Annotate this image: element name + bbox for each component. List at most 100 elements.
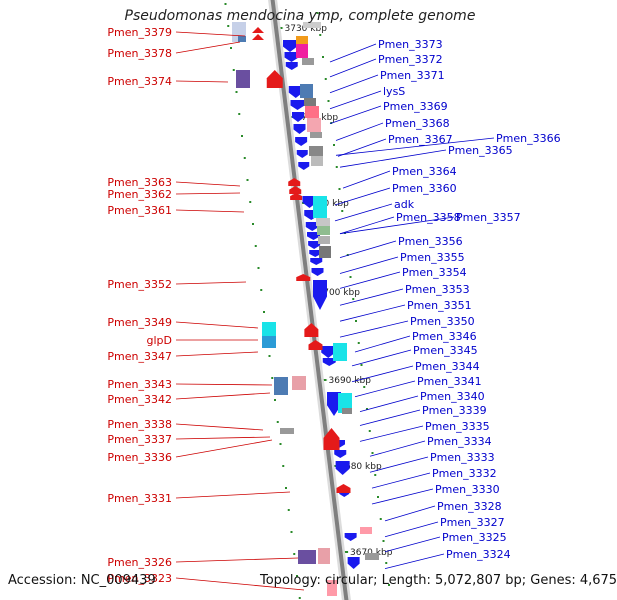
reverse-gene-arrow (344, 533, 357, 541)
gene-block (292, 376, 306, 390)
forward-gene-arrow (290, 193, 303, 200)
gene-block (318, 236, 330, 244)
gene-block (274, 377, 288, 395)
leader-line (337, 138, 387, 157)
gene-label-right: Pmen_3372 (378, 53, 443, 66)
leader-line (351, 365, 414, 383)
leader-line (359, 395, 419, 412)
gene-label-left: Pmen_3337 (107, 433, 172, 446)
leader-line (175, 181, 241, 187)
gene-label-right: Pmen_3325 (442, 531, 507, 544)
leader-line (175, 192, 241, 195)
gene-block (342, 408, 352, 414)
reverse-gene-arrow (322, 358, 336, 366)
gene-block (298, 550, 316, 564)
gene-block (333, 343, 347, 361)
forward-gene-arrow (336, 484, 351, 493)
gene-label-left: Pmen_3323 (107, 572, 172, 585)
gene-label-left: Pmen_3349 (107, 316, 172, 329)
kbp-tick-label: 3690 kbp (329, 376, 372, 386)
leader-line (339, 320, 409, 338)
reverse-gene-arrow (311, 268, 324, 276)
reverse-gene-arrow (321, 346, 336, 358)
leader-line (384, 505, 436, 522)
backbone-line (270, 0, 349, 600)
forward-gene-arrow (288, 178, 301, 186)
gene-label-left: Pmen_3374 (107, 75, 172, 88)
gene-block (236, 70, 250, 88)
forward-gene-arrow (304, 323, 319, 337)
gene-block (296, 36, 308, 45)
forward-gene-arrow (266, 70, 283, 88)
gene-label-right: Pmen_3367 (388, 133, 453, 146)
gene-label-right: Pmen_3364 (392, 165, 457, 178)
gene-block (317, 226, 330, 235)
gene-label-left: Pmen_3347 (107, 350, 172, 363)
gene-label-left: Pmen_3331 (107, 492, 172, 505)
kbp-tick-bg (348, 544, 396, 557)
gene-label-right: Pmen_3324 (446, 548, 511, 561)
leader-line (384, 521, 439, 538)
reverse-gene-arrow (335, 461, 350, 475)
reverse-gene-arrow (313, 280, 327, 310)
gene-label-right: Pmen_3360 (392, 182, 457, 195)
gene-label-left: Pmen_3362 (107, 188, 172, 201)
gene-label-left: Pmen_3379 (107, 26, 172, 39)
gene-label-left: Pmen_3326 (107, 556, 172, 569)
leader-line (351, 349, 412, 367)
reverse-gene-arrow (309, 250, 322, 257)
gene-label-right: Pmen_3373 (378, 38, 443, 51)
leader-line (354, 380, 416, 398)
leader-line (175, 392, 271, 400)
reverse-gene-arrow (296, 150, 308, 158)
leader-line (371, 472, 431, 489)
reverse-gene-arrow (305, 222, 319, 231)
leader-line (354, 335, 411, 353)
leader-line (369, 456, 429, 473)
accession-text: Accession: NC_009439 (8, 573, 156, 588)
reverse-gene-arrow (347, 557, 360, 569)
leader-line (359, 425, 424, 442)
reverse-gene-arrow (292, 112, 304, 122)
forward-gene-arrow (252, 27, 264, 33)
reverse-gene-arrow (295, 137, 308, 146)
forward-gene-arrow (296, 274, 311, 281)
gene-label-right: Pmen_3344 (415, 360, 480, 373)
gene-label-right: Pmen_3354 (402, 266, 467, 279)
leader-line (175, 439, 273, 458)
kbp-tick-label: 3710 kbp (306, 199, 349, 209)
gene-label-right: Pmen_3334 (427, 435, 492, 448)
gene-block (365, 553, 379, 560)
leader-line (371, 488, 434, 505)
kbp-tick-label: 3680 kbp (339, 462, 382, 472)
reverse-gene-arrow (298, 162, 310, 170)
leader-line (175, 321, 259, 329)
leader-line (339, 216, 455, 235)
gene-label-right: Pmen_3355 (400, 251, 465, 264)
gene-label-left: Pmen_3361 (107, 204, 172, 217)
gene-block (304, 98, 316, 106)
leader-line (339, 271, 401, 289)
leader-line (329, 43, 377, 63)
gene-block (310, 132, 322, 138)
gene-block (327, 580, 337, 596)
gene-block (262, 336, 276, 348)
topology-text: Topology: circular; Length: 5,072,807 bp… (260, 573, 617, 588)
leader-line (339, 240, 397, 258)
gene-label-right: Pmen_3333 (430, 451, 495, 464)
reverse-gene-arrow (293, 124, 306, 134)
forward-gene-arrow (252, 34, 264, 40)
gene-block (303, 22, 321, 28)
gene-block (238, 36, 246, 42)
reverse-gene-arrow (285, 62, 298, 70)
leader-line (339, 216, 395, 235)
gene-label-right: lysS (383, 85, 405, 98)
reverse-gene-arrow (288, 86, 303, 98)
leader-line (175, 80, 229, 83)
forward-gene-arrow (308, 340, 323, 350)
leader-line (359, 409, 421, 426)
gene-label-right: Pmen_3345 (413, 344, 478, 357)
kbp-tick-bg (326, 372, 375, 385)
